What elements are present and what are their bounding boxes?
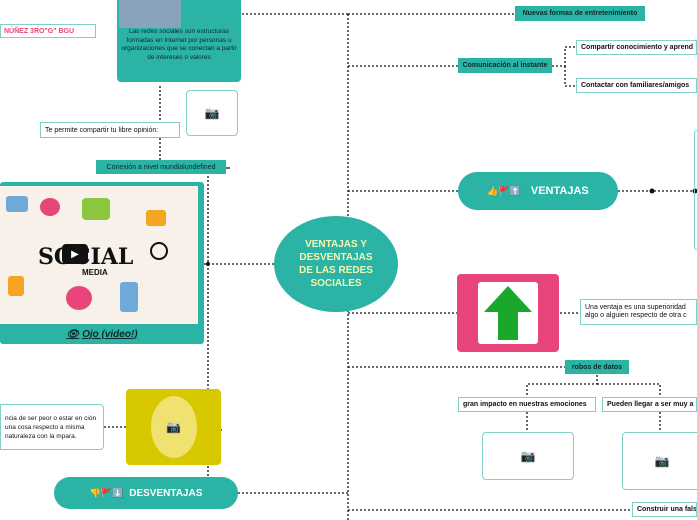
desventajas-node[interactable]: 👎🚩⬇️ DESVENTAJAS [54,477,238,509]
image-placeholder-addiction[interactable]: 📷 [622,432,697,490]
image-placeholder-opinion[interactable]: 📷 [186,90,238,136]
heart-icon [66,286,92,310]
camera-icon: 📷 [204,106,220,120]
opinion-node[interactable]: Te permite compartir tu libre opinión: [40,122,180,138]
desventaja-definition-node[interactable]: ncia de ser peor o estar en ción una cos… [0,404,104,450]
ventajas-node[interactable]: 👍🚩⬆️ VENTAJAS [458,172,618,210]
ventajas-label: VENTAJAS [530,185,589,197]
camera-icon: 📷 [654,454,670,468]
desventajas-image[interactable]: 📷 [126,389,221,465]
music-icon [8,276,24,296]
camera-icon: 📷 [520,449,536,463]
redes-definition-card[interactable]: Las redes sociales son estructuras forma… [117,0,241,82]
redes-definition-text: Las redes sociales son estructuras forma… [121,28,237,61]
image-placeholder-impact[interactable]: 📷 [482,432,574,480]
false-image-node[interactable]: Construir una fals [632,502,697,517]
chat-bubble-icon [82,198,110,220]
camera-icon: 📷 [150,396,197,458]
global-connection-node[interactable]: Conexión a nivel mundialundefined [96,160,226,174]
social-network-image [119,0,181,28]
instant-communication-node[interactable]: Comunicación al instante [458,58,552,73]
desventajas-icons: 👎🚩⬇️ [89,487,124,498]
arrow-up-image[interactable] [457,274,559,352]
mail-icon [6,196,28,212]
ventaja-definition-node[interactable]: Una ventaja es una superioridad algo o a… [580,299,697,325]
social-media-video-thumbnail: SOCIAL MEDIA ▶ [0,186,198,324]
ventajas-child-card[interactable] [694,130,697,250]
author-label[interactable]: NÚÑEZ 3RO"G" BGU [0,24,96,38]
eye-icon: 👁 [66,328,80,340]
addiction-node[interactable]: Pueden llegar a ser muy a [602,397,697,412]
new-forms-node[interactable]: Nuevas formas de entretenimiento [515,6,645,21]
share-knowledge-node[interactable]: Compartir conocimiento y aprend [576,40,697,55]
video-card[interactable]: SOCIAL MEDIA ▶ 👁 Ojo (video!) [0,182,204,344]
ventajas-icons: 👍🚩⬆️ [487,185,521,196]
desventajas-label: DESVENTAJAS [129,487,203,499]
image-icon [146,210,166,226]
robos-datos-node[interactable]: robos de datos [565,360,629,374]
video-link-label: Ojo (video!) [82,328,138,340]
thumbs-up-icon [40,198,60,216]
arrow-up-icon [478,282,538,344]
central-topic-title: VENTAJAS Y DESVENTAJAS DE LAS REDES SOCI… [299,239,373,289]
video-link[interactable]: 👁 Ojo (video!) [0,326,204,342]
emotional-impact-node[interactable]: gran impacto en nuestras emociones [458,397,596,412]
central-topic[interactable]: VENTAJAS Y DESVENTAJAS DE LAS REDES SOCI… [274,216,398,312]
user-icon [150,242,168,260]
media-text: MEDIA [82,268,108,277]
phone-icon [120,282,138,312]
contact-family-node[interactable]: Contactar con familiares/amigos [576,78,697,93]
play-icon[interactable]: ▶ [62,244,88,264]
